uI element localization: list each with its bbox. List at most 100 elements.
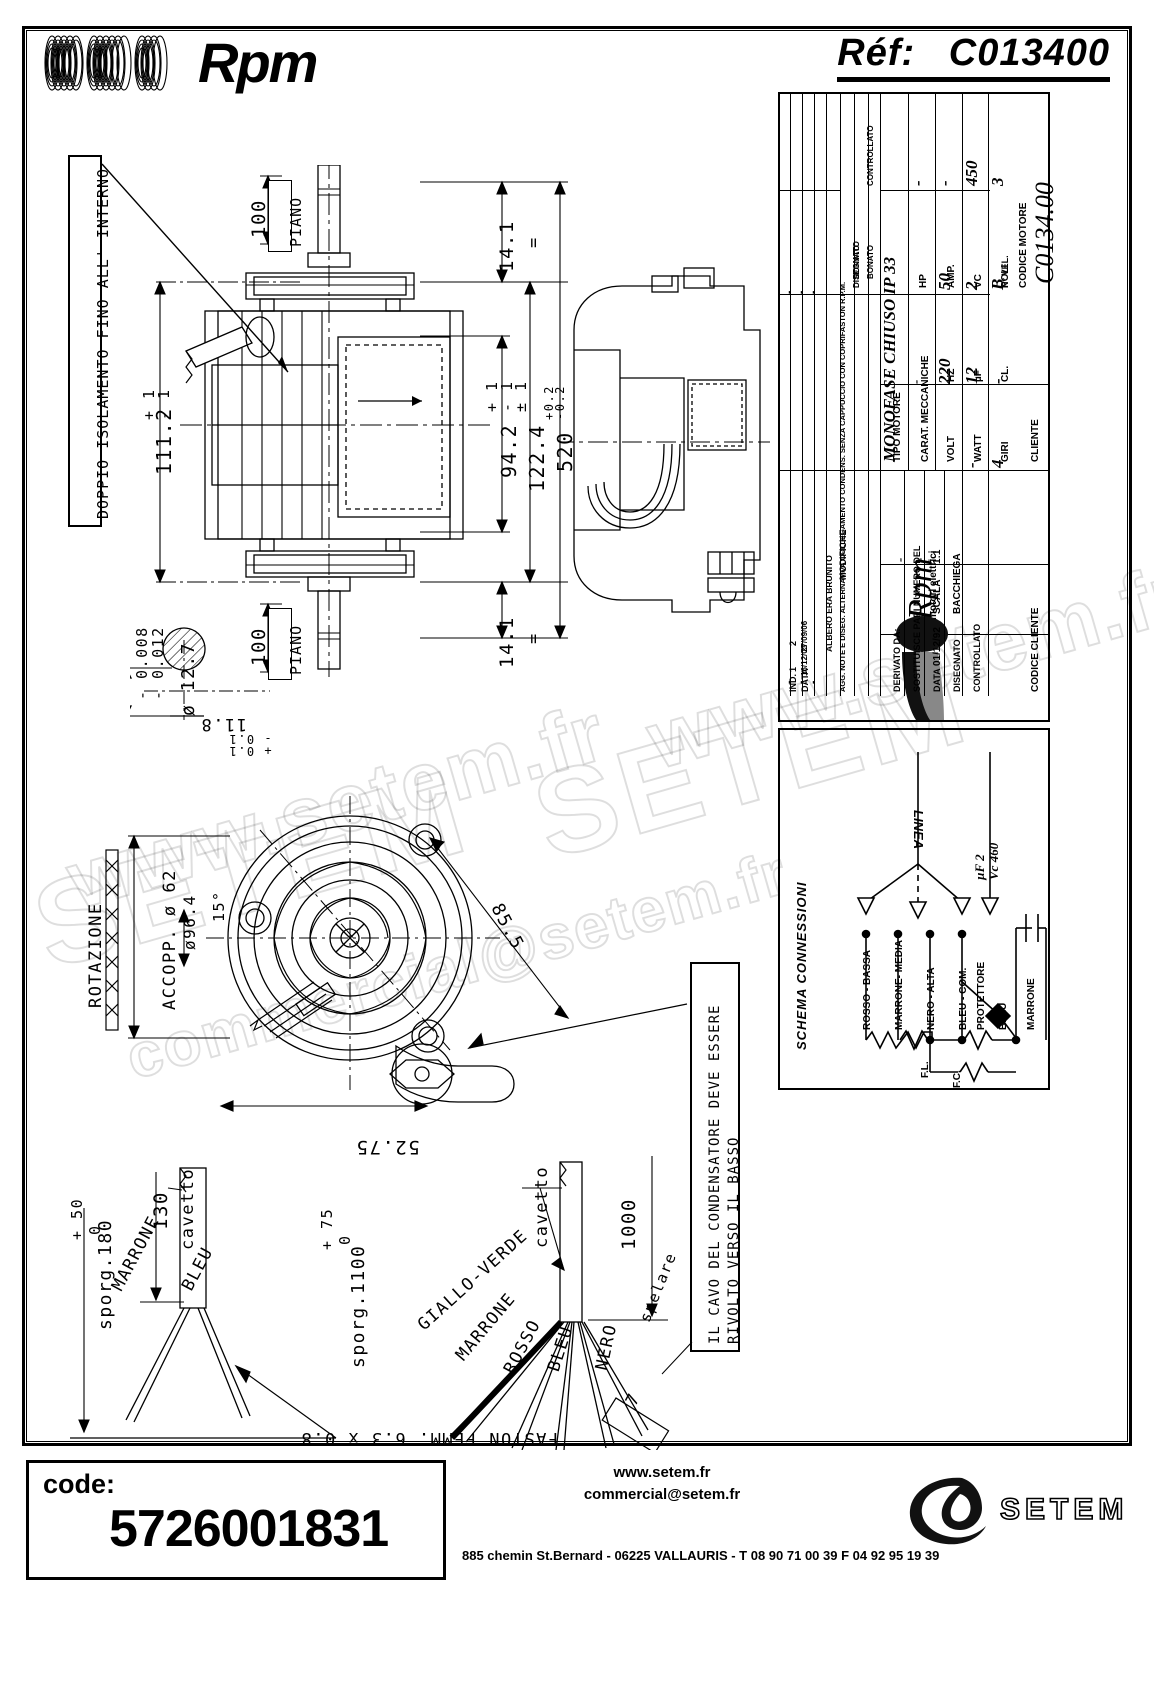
dim-sporg-180-tol-plus: + 50 (68, 1197, 86, 1240)
reference-block: Réf: C013400 (837, 32, 1110, 82)
label-cavetto-left: cavetto (178, 1167, 198, 1250)
note-double-insulation-box: DOPPIO ISOLAMENTO FINO ALL' INTERNO (68, 155, 112, 527)
tb-divider-5 (840, 94, 842, 696)
setem-wordmark: SETEM (999, 1492, 1129, 1527)
code-value: 5726001831 (109, 1500, 389, 1558)
website-link[interactable]: www.setem.fr (613, 1464, 711, 1481)
tb-label-nvel: N° VEL. (1000, 255, 1010, 288)
tb-value-codice-motore: C0134.00 (1030, 182, 1059, 284)
tb-value-derivato: - (892, 557, 907, 562)
schema-label-fc: F.C. (952, 1070, 963, 1088)
faston-leader (70, 1364, 337, 1439)
drawing-frame-inner (26, 30, 1128, 1442)
dim-520-tol-minus: -0.2 (553, 385, 567, 420)
rpm-logo: Rpm (36, 32, 318, 94)
tb-value-poli-4: 4 (988, 459, 1007, 469)
tb-value-amp: - (935, 180, 954, 186)
leader-line-insulation (101, 163, 289, 373)
schema-cap-vc: Vc 460 (986, 842, 1001, 880)
tb-divider-10 (935, 94, 937, 470)
schema-label-bleu: BLEU (998, 1002, 1009, 1030)
tb-label-codice-motore: CODICE MOTORE (1018, 202, 1029, 288)
schema-tap-marrone: MARRONE- MEDIA (894, 940, 905, 1030)
tb-value-hp: - (908, 180, 927, 186)
tb-row-1 (780, 190, 840, 192)
note-capacitor-box: IL CAVO DEL CONDENSATORE DEVE ESSERE RIV… (690, 962, 742, 1352)
tb-value-nvel: 3 (988, 177, 1007, 187)
dim-52-75: 52.75 (355, 1136, 420, 1158)
tb-row-6 (780, 470, 1048, 472)
tb-rev-blank-4: - (784, 680, 795, 684)
dim-eq-top: = (524, 236, 544, 248)
schema-label-protettore: PROTETTORE (976, 961, 987, 1030)
schema-label-marrone: MARRONE (1026, 978, 1037, 1030)
tb-label-disegnato: DISEGNATO (952, 639, 962, 692)
tb-rev-modifiche-1: ALBERO ERA BRUNITO (824, 555, 834, 652)
tb-rev-ind-2: 2 (788, 640, 798, 646)
ref-value: C013400 (948, 32, 1110, 74)
dim-520: 520 (553, 431, 577, 472)
tb-value-disegnato: BACCHIEGA (952, 553, 963, 614)
tb-rev-disegnato-1: BONATO (866, 245, 875, 279)
label-cavetto-right: cavetto (532, 1165, 552, 1248)
title-block: IND. DATA MODIFICHE DISEGNATO CONTROLLAT… (778, 92, 1059, 722)
tb-label-scala: SCALA (932, 579, 943, 614)
schema-label-linea: LINEA (911, 810, 926, 849)
tb-value-tipo-motore: MONOFASE CHIUSO IP 33 (880, 256, 899, 462)
code-box: code: 5726001831 (26, 1460, 446, 1580)
tb-value-hp-dash: - (962, 462, 981, 468)
tb-rev-blank-3: - (808, 290, 819, 294)
dim-sporg-1100: sporg.1100 (348, 1244, 369, 1368)
tb-divider-16 (904, 470, 906, 696)
shaft-tol-lower: - 0.012 (149, 626, 167, 700)
footer: code: 5726001831 www.setem.fr commercial… (22, 1452, 1132, 1660)
tb-label-data: DATA (932, 668, 942, 692)
tb-value-scala: 1:1 (932, 549, 943, 564)
dim-14-1-bottom: 14.1 (496, 616, 518, 668)
tb-value-sostituisce: - (912, 557, 927, 562)
tb-row-2 (780, 294, 880, 296)
tb-label-vc: VC (973, 274, 984, 288)
cable-diagram-left (78, 1167, 251, 1434)
dim-eq-bottom: = (524, 632, 544, 644)
leader-85-5 (428, 837, 570, 1019)
tb-label-hz: HZ (946, 368, 957, 382)
motor-end-view (206, 796, 515, 1105)
tb-divider-7 (868, 94, 870, 696)
motor-terminal-view (560, 267, 770, 613)
schema-connessioni-block: SCHEMA CONNESSIONI (778, 728, 1050, 1090)
piano-label-top: PIANO (287, 196, 305, 247)
tb-divider-12 (988, 94, 990, 470)
rotation-marker (105, 849, 119, 1031)
dim-sporg-1100-tol-zero: 0 (336, 1234, 354, 1245)
dim-111-2-tol-minus: - 1 (155, 388, 173, 420)
flat-dim-11-8: 11.8 (200, 714, 247, 734)
tb-row-7 (880, 564, 1048, 566)
tb-value-carat: - (908, 379, 923, 384)
cable-diagram-right (449, 1156, 693, 1450)
tb-divider-8 (880, 94, 882, 470)
tb-rev-blank-2: - (796, 290, 807, 294)
dimension-lines-endview (128, 834, 230, 1040)
tb-row-4 (880, 294, 990, 296)
tb-divider-17 (924, 470, 926, 696)
tb-rev-blank-5: - (796, 680, 807, 684)
tb-rev-ind-1: 1 (788, 666, 798, 672)
dim-100-top: 100 (248, 199, 270, 238)
tb-divider-6 (854, 94, 856, 696)
tb-divider-2 (802, 94, 804, 696)
setem-swirl-icon (909, 1477, 986, 1545)
tb-row-9 (988, 384, 1048, 386)
tb-label-controllato: CONTROLLATO (972, 623, 982, 692)
tb-label-derivato: DERIVATO DA: (892, 628, 902, 692)
schema-tap-nero: NERO - ALTA (926, 967, 937, 1030)
tb-value-data: 01/12/92 (932, 627, 943, 666)
tb-label-cliente: CLIENTE (1030, 419, 1041, 462)
email-link[interactable]: commercial@setem.fr (583, 1485, 741, 1503)
tb-divider-9 (908, 94, 910, 470)
dimension-lines-main (154, 180, 568, 640)
tb-rev-blank-1: - (784, 290, 795, 294)
tb-label-watt: WATT (973, 434, 984, 462)
schema-tap-rosso: ROSSO - BASSA (862, 949, 873, 1030)
